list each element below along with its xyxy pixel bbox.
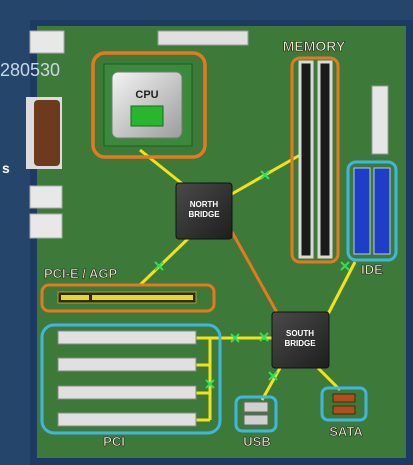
usb-port-edge-2 <box>29 213 63 239</box>
pcie-agp-highlight <box>40 283 216 313</box>
usb-port-edge-1 <box>29 185 63 209</box>
pci-slots <box>57 330 197 427</box>
sata-label: SATA <box>329 424 363 439</box>
top-header-connector <box>157 30 249 46</box>
north-bridge-label-1: NORTH <box>190 200 219 209</box>
memory-label: MEMORY <box>283 38 346 54</box>
pci-slot-4 <box>57 412 197 427</box>
background-number-fragment: 280530 <box>0 60 61 80</box>
usb-label: USB <box>243 434 270 449</box>
io-port-top <box>29 30 65 54</box>
pcie-agp-pins-b <box>92 295 193 300</box>
southbridge-sata-bus <box>316 366 342 392</box>
northbridge-southbridge-link <box>230 231 282 319</box>
pci-label: PCI <box>103 434 125 449</box>
north-bridge-chip <box>175 182 233 240</box>
pci-slot-1 <box>57 330 197 345</box>
usb-port-2 <box>243 414 269 426</box>
ide-connector-1 <box>353 167 371 255</box>
background-letter-fragment: s <box>2 160 10 176</box>
memory-slot-1 <box>298 60 314 259</box>
cpu-label: CPU <box>135 89 158 101</box>
sata-port-1 <box>332 393 356 403</box>
cpu-die <box>130 105 164 127</box>
south-bridge-chip <box>271 311 330 369</box>
pci-slot-3 <box>57 385 197 400</box>
mark-southbridge <box>259 332 269 342</box>
northbridge-pcie-bus <box>138 230 197 287</box>
memory-highlight <box>290 56 340 264</box>
memory-slot-2 <box>317 60 333 259</box>
mark-pcie <box>154 261 164 271</box>
mark-memory <box>260 170 270 180</box>
south-bridge-label-1: SOUTH <box>286 329 314 338</box>
north-bridge-label-2: BRIDGE <box>188 210 220 219</box>
south-bridge-label-2: BRIDGE <box>284 339 316 348</box>
sata-highlight <box>320 386 368 422</box>
usb-port-1 <box>243 401 269 413</box>
ide-label: IDE <box>361 262 383 277</box>
pci-slot-2 <box>57 357 197 372</box>
ide-connector-2 <box>373 167 391 255</box>
pci-highlight <box>40 323 222 435</box>
cpu-chip <box>111 71 183 139</box>
ide-highlight <box>346 160 398 262</box>
power-connector <box>371 85 389 155</box>
pcie-agp-label: PCI-E / AGP <box>44 266 118 281</box>
cpu-highlight <box>91 51 207 159</box>
mark-pci <box>230 333 240 343</box>
sata-port-2 <box>332 405 356 415</box>
usb-highlight <box>234 395 278 433</box>
serial-port <box>34 100 60 166</box>
mark-pci-riser <box>205 379 215 389</box>
pcie-agp-pins-a <box>61 295 89 300</box>
mark-ide <box>340 261 350 271</box>
mark-usb <box>268 371 278 381</box>
southbridge-ide-bus <box>323 261 357 321</box>
connector-marks <box>154 170 350 389</box>
